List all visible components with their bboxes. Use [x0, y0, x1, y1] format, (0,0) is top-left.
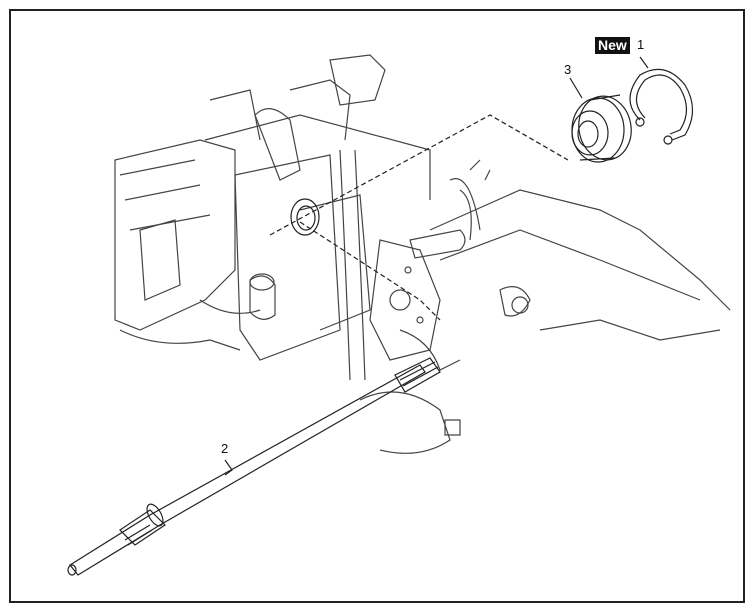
diagram-frame — [9, 9, 745, 603]
circlip — [629, 68, 694, 145]
engine-block-outline — [114, 54, 731, 454]
callout-2: 2 — [221, 441, 229, 456]
alignment-dashed-line — [269, 114, 569, 321]
leader-line-3 — [569, 77, 583, 99]
leader-line-1 — [639, 56, 649, 69]
drive-shaft — [67, 357, 441, 576]
bearing — [571, 94, 632, 163]
leader-line-2 — [224, 459, 233, 476]
callout-3: 3 — [564, 62, 572, 77]
new-part-badge: New — [595, 37, 630, 54]
oil-seal-opening — [290, 198, 320, 236]
callout-1: 1 — [637, 37, 645, 52]
